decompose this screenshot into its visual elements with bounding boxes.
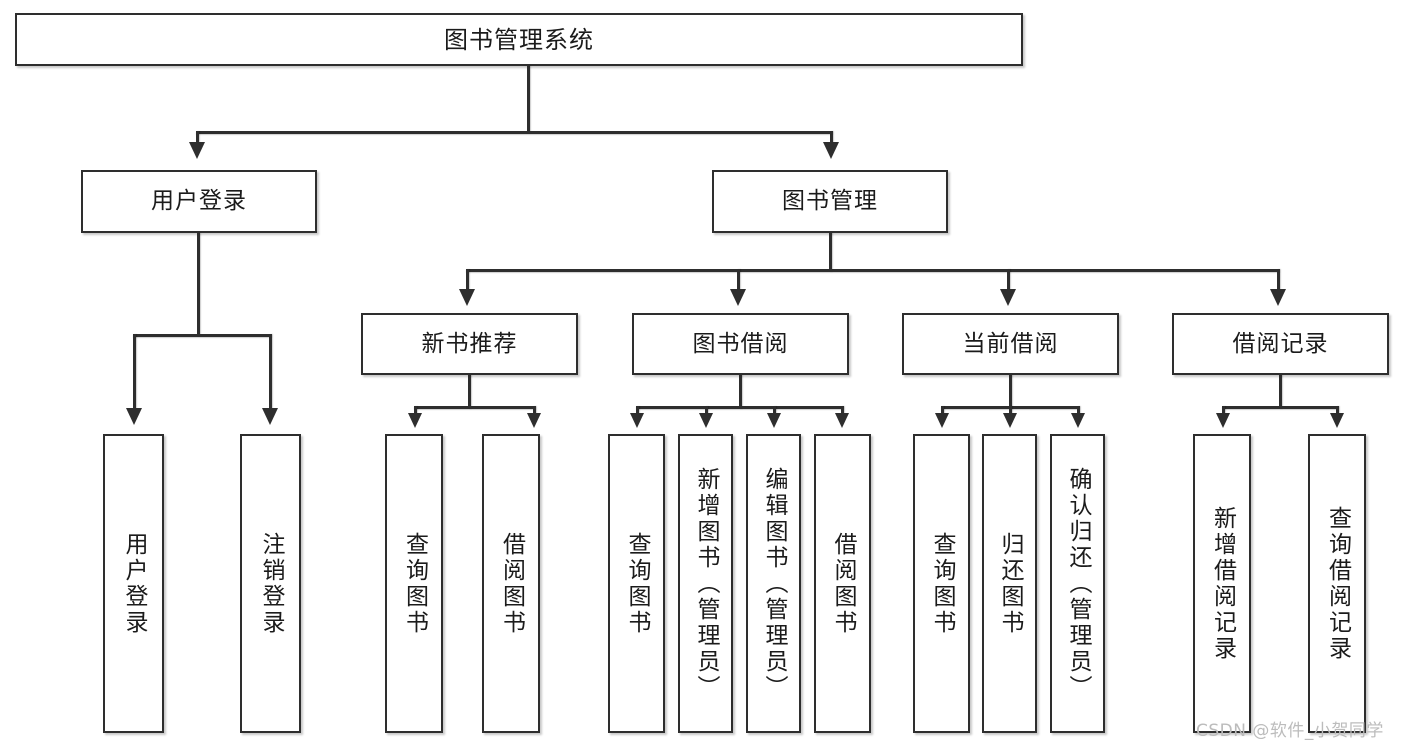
arrow-current-to-leaf-2 — [1003, 413, 1017, 428]
node-label: 借阅记录 — [1232, 330, 1329, 357]
connector-bookmgmt-bus — [466, 269, 1280, 272]
arrow-borrow-to-leaf-2 — [699, 413, 713, 428]
leaf-edit-book-admin[interactable]: 编辑图书（管理员） — [746, 434, 801, 733]
arrow-bookmgmt-to-c4 — [1270, 289, 1286, 306]
connector-recommend-bus — [414, 406, 536, 409]
node-borrow-record[interactable]: 借阅记录 — [1172, 313, 1389, 375]
connector-recommend-to-leaf-2 — [533, 406, 536, 414]
node-label: 确认归还（管理员） — [1065, 466, 1091, 701]
arrow-record-to-leaf-2 — [1330, 413, 1344, 428]
node-label: 图书管理系统 — [444, 25, 594, 54]
leaf-borrow-book[interactable]: 借阅图书 — [814, 434, 871, 733]
arrow-root-to-login — [189, 142, 205, 159]
leaf-query-book-current[interactable]: 查询图书 — [913, 434, 970, 733]
arrow-borrow-to-leaf-3 — [767, 413, 781, 428]
node-label: 编辑图书（管理员） — [761, 466, 787, 701]
node-root-system[interactable]: 图书管理系统 — [15, 13, 1023, 66]
node-label: 借阅图书 — [830, 531, 856, 636]
node-label: 注销登录 — [258, 531, 284, 636]
arrow-current-to-leaf-3 — [1071, 413, 1085, 428]
node-book-borrow[interactable]: 图书借阅 — [632, 313, 849, 375]
node-label: 图书管理 — [782, 188, 878, 215]
connector-root-to-login — [196, 131, 199, 143]
leaf-user-login[interactable]: 用户登录 — [103, 434, 164, 733]
connector-bookmgmt-to-c4 — [1277, 269, 1280, 290]
node-label: 查询借阅记录 — [1324, 505, 1351, 662]
connector-record-bus — [1222, 406, 1339, 409]
connector-root-stem — [527, 66, 530, 132]
node-label: 用户登录 — [121, 531, 147, 636]
connector-bookmgmt-to-c1 — [466, 269, 469, 290]
connector-current-stem — [1009, 375, 1012, 409]
leaf-add-book-admin[interactable]: 新增图书（管理员） — [678, 434, 733, 733]
arrow-borrow-to-leaf-1 — [630, 413, 644, 428]
arrow-root-to-bookmgmt — [823, 142, 839, 159]
leaf-query-book-borrow[interactable]: 查询图书 — [608, 434, 665, 733]
leaf-add-borrow-record[interactable]: 新增借阅记录 — [1193, 434, 1251, 733]
node-new-book-recommend[interactable]: 新书推荐 — [361, 313, 578, 375]
connector-recommend-to-leaf-1 — [414, 406, 417, 414]
node-label: 借阅图书 — [498, 531, 525, 636]
arrow-recommend-to-leaf-1 — [408, 413, 422, 428]
connector-borrow-bus — [636, 406, 844, 409]
connector-login-to-leaf-1 — [133, 334, 136, 409]
connector-bookmgmt-to-c2 — [737, 269, 740, 290]
connector-bookmgmt-stem — [829, 233, 832, 272]
node-current-borrow[interactable]: 当前借阅 — [902, 313, 1119, 375]
leaf-logout[interactable]: 注销登录 — [240, 434, 301, 733]
connector-record-to-leaf-2 — [1336, 406, 1339, 414]
connector-borrow-to-leaf-4 — [841, 406, 844, 414]
connector-borrow-stem — [739, 375, 742, 409]
node-label: 新增借阅记录 — [1209, 505, 1236, 662]
node-book-management[interactable]: 图书管理 — [712, 170, 948, 233]
node-user-login[interactable]: 用户登录 — [81, 170, 317, 233]
leaf-borrow-book-recommend[interactable]: 借阅图书 — [482, 434, 540, 733]
leaf-return-book[interactable]: 归还图书 — [982, 434, 1037, 733]
node-label: 新增图书（管理员） — [693, 466, 719, 701]
connector-login-bus — [133, 334, 272, 337]
node-label: 归还图书 — [997, 531, 1023, 636]
arrow-current-to-leaf-1 — [935, 413, 949, 428]
leaf-confirm-return-admin[interactable]: 确认归还（管理员） — [1050, 434, 1105, 733]
arrow-bookmgmt-to-c3 — [1000, 289, 1016, 306]
arrow-borrow-to-leaf-4 — [835, 413, 849, 428]
connector-root-to-bookmgmt — [830, 131, 833, 143]
connector-login-to-leaf-2 — [269, 334, 272, 409]
connector-borrow-to-leaf-2 — [705, 406, 708, 414]
node-label: 查询图书 — [401, 531, 428, 636]
arrow-login-to-leaf-2 — [262, 408, 278, 425]
connector-record-stem — [1279, 375, 1282, 409]
leaf-query-borrow-record[interactable]: 查询借阅记录 — [1308, 434, 1366, 733]
node-label: 新书推荐 — [421, 330, 518, 357]
connector-recommend-stem — [468, 375, 471, 409]
connector-current-to-leaf-1 — [941, 406, 944, 414]
node-label: 查询图书 — [624, 531, 650, 636]
node-label: 当前借阅 — [962, 330, 1059, 357]
node-label: 查询图书 — [929, 531, 955, 636]
node-label: 用户登录 — [151, 188, 247, 215]
arrow-bookmgmt-to-c2 — [730, 289, 746, 306]
arrow-login-to-leaf-1 — [126, 408, 142, 425]
connector-borrow-to-leaf-1 — [636, 406, 639, 414]
arrow-bookmgmt-to-c1 — [459, 289, 475, 306]
connector-bookmgmt-to-c3 — [1007, 269, 1010, 290]
connector-borrow-to-leaf-3 — [773, 406, 776, 414]
arrow-record-to-leaf-1 — [1216, 413, 1230, 428]
connector-current-to-leaf-3 — [1077, 406, 1080, 414]
arrow-recommend-to-leaf-2 — [527, 413, 541, 428]
connector-root-bus — [196, 131, 833, 134]
connector-record-to-leaf-1 — [1222, 406, 1225, 414]
connector-current-to-leaf-2 — [1009, 406, 1012, 414]
leaf-query-book-recommend[interactable]: 查询图书 — [385, 434, 443, 733]
connector-login-stem — [197, 233, 200, 336]
csdn-watermark: CSDN @软件_小贺同学 — [1196, 721, 1384, 741]
node-label: 图书借阅 — [692, 330, 789, 357]
